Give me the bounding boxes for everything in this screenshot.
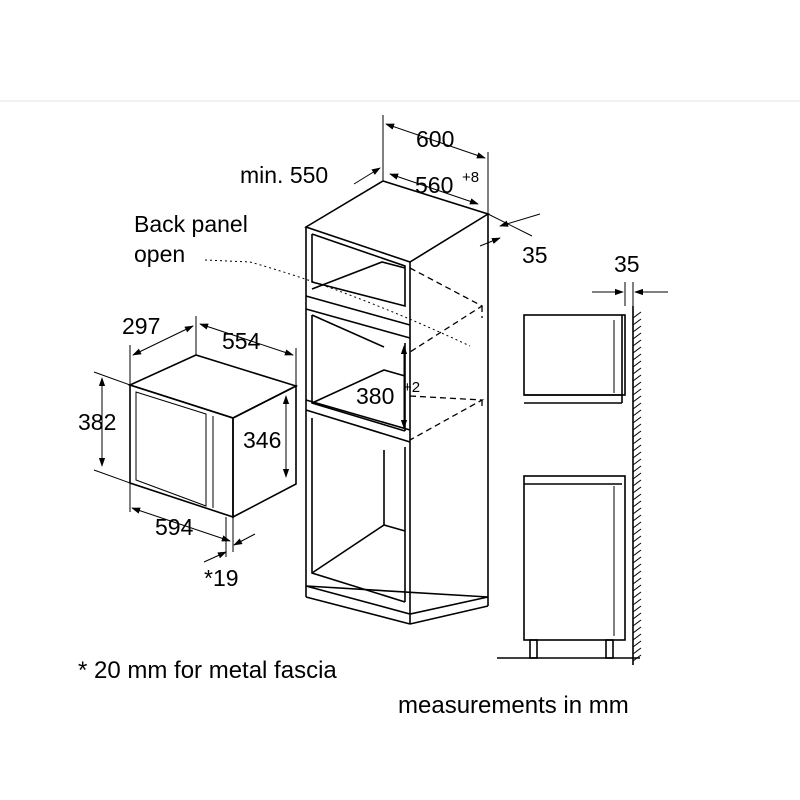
- hatch-line: [632, 479, 642, 487]
- hatch-line: [632, 577, 642, 585]
- label-560: 560: [415, 172, 453, 198]
- dimension-min-550: [353, 167, 381, 185]
- label-560-tolerance: +8: [462, 169, 479, 186]
- dimension-554: [199, 323, 297, 386]
- cabinet-drawing: [204, 180, 490, 625]
- hatch-line: [632, 612, 642, 620]
- units-note: measurements in mm: [398, 692, 629, 719]
- hatch-line: [632, 556, 642, 564]
- hatch-line: [632, 318, 642, 326]
- hatch-line: [632, 563, 642, 571]
- label-19: *19: [204, 565, 239, 591]
- hatch-line: [632, 388, 642, 396]
- hatch-line: [632, 528, 642, 536]
- label-35-cabinet: 35: [522, 242, 548, 268]
- fascia-note: * 20 mm for metal fascia: [78, 657, 337, 684]
- label-382: 382: [78, 409, 116, 435]
- wall-hatching: [632, 311, 642, 662]
- hatch-line: [632, 437, 642, 445]
- dimension-382: [93, 371, 131, 484]
- hatch-line: [632, 353, 642, 361]
- back-panel-open-label: open: [134, 241, 185, 267]
- hatch-line: [632, 360, 642, 368]
- hatch-line: [632, 381, 642, 389]
- label-297: 297: [122, 313, 160, 339]
- dimension-35-cabinet: [479, 213, 541, 247]
- hatch-line: [632, 605, 642, 613]
- hatch-line: [632, 311, 642, 319]
- hatch-line: [632, 493, 642, 501]
- hatch-line: [632, 535, 642, 543]
- hatch-line: [632, 423, 642, 431]
- hatch-line: [632, 430, 642, 438]
- hatch-line: [632, 598, 642, 606]
- hatch-line: [632, 521, 642, 529]
- hatch-line: [632, 514, 642, 522]
- hatch-line: [632, 584, 642, 592]
- hatch-line: [632, 500, 642, 508]
- hatch-line: [632, 647, 642, 655]
- label-346: 346: [243, 427, 281, 453]
- label-380: 380: [356, 383, 394, 409]
- hatch-line: [632, 325, 642, 333]
- back-panel-label: Back panel: [134, 211, 248, 237]
- hatch-line: [632, 458, 642, 466]
- dimension-594: [129, 483, 234, 552]
- hatch-line: [632, 549, 642, 557]
- hatch-line: [632, 486, 642, 494]
- label-min-550: min. 550: [240, 162, 328, 188]
- hatch-line: [632, 640, 642, 648]
- dimension-19: [203, 517, 256, 563]
- hatch-line: [632, 465, 642, 473]
- hatch-line: [632, 570, 642, 578]
- hatch-line: [632, 416, 642, 424]
- hatch-line: [632, 542, 642, 550]
- hatch-line: [632, 472, 642, 480]
- label-35-side: 35: [614, 251, 640, 277]
- label-600: 600: [416, 126, 454, 152]
- label-554: 554: [222, 328, 261, 354]
- hatch-line: [632, 395, 642, 403]
- hatch-line: [632, 346, 642, 354]
- hatch-line: [632, 654, 642, 662]
- dimension-297: [129, 316, 197, 385]
- hatch-line: [632, 619, 642, 627]
- label-380-tolerance: +2: [403, 379, 420, 396]
- hatch-line: [632, 409, 642, 417]
- hatch-line: [632, 507, 642, 515]
- dimension-600: [382, 115, 489, 214]
- hatch-line: [632, 451, 642, 459]
- hatch-line: [632, 339, 642, 347]
- hatch-line: [632, 402, 642, 410]
- hatch-line: [632, 367, 642, 375]
- label-594: 594: [155, 514, 194, 540]
- side-view-drawing: [497, 306, 642, 665]
- hatch-line: [632, 591, 642, 599]
- hatch-line: [632, 444, 642, 452]
- dimension-560: [389, 173, 479, 205]
- hatch-line: [632, 633, 642, 641]
- hatch-line: [632, 374, 642, 382]
- hatch-line: [632, 626, 642, 634]
- hatch-line: [632, 332, 642, 340]
- dimension-35-side: [592, 282, 668, 306]
